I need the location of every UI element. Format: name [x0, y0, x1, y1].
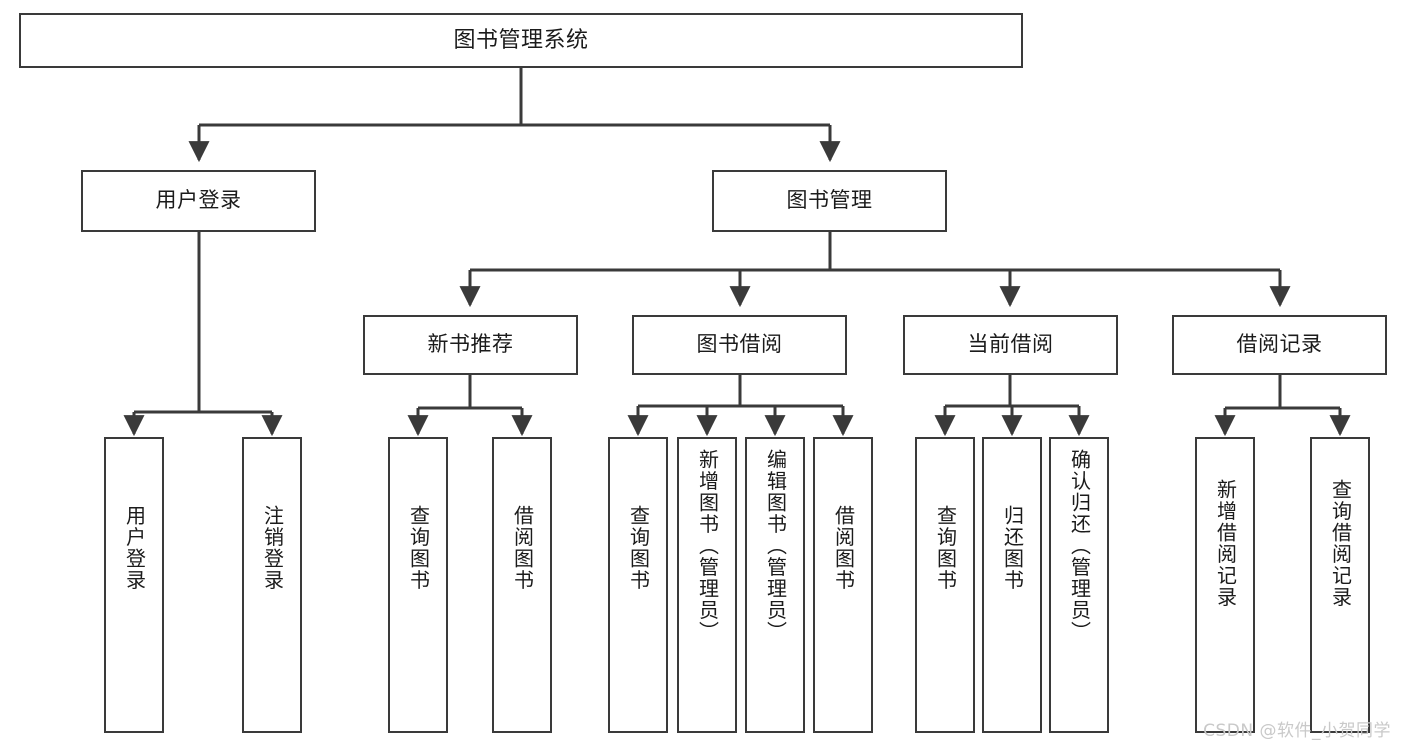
leaf-borrow-query-book[interactable]: 查询图书: [608, 437, 668, 733]
node-borrow-record[interactable]: 借阅记录: [1172, 315, 1387, 375]
node-label: 查询借阅记录: [1328, 479, 1353, 608]
node-label: 借阅记录: [1236, 332, 1323, 357]
node-label: 图书管理: [786, 188, 873, 213]
node-label: 新增借阅记录: [1213, 479, 1238, 608]
leaf-current-query-book[interactable]: 查询图书: [915, 437, 975, 733]
node-label: 查询图书: [406, 505, 431, 591]
leaf-recommend-borrow-book[interactable]: 借阅图书: [492, 437, 552, 733]
leaf-user-login-login[interactable]: 用户登录: [104, 437, 164, 733]
node-label: 图书借阅: [696, 332, 783, 357]
node-label: 图书管理系统: [453, 27, 589, 53]
leaf-current-confirm-return-admin[interactable]: 确认归还（管理员）: [1049, 437, 1109, 733]
node-label: 当前借阅: [967, 332, 1054, 357]
leaf-borrow-edit-book-admin[interactable]: 编辑图书（管理员）: [745, 437, 805, 733]
node-current-borrow[interactable]: 当前借阅: [903, 315, 1118, 375]
node-book-management[interactable]: 图书管理: [712, 170, 947, 232]
leaf-current-return-book[interactable]: 归还图书: [982, 437, 1042, 733]
node-label: 编辑图书（管理员）: [763, 449, 788, 643]
node-label: 借阅图书: [510, 505, 535, 591]
node-label: 新增图书（管理员）: [695, 449, 720, 643]
node-label: 用户登录: [155, 188, 242, 213]
node-book-borrow[interactable]: 图书借阅: [632, 315, 847, 375]
leaf-borrow-add-book-admin[interactable]: 新增图书（管理员）: [677, 437, 737, 733]
node-label: 查询图书: [933, 505, 958, 591]
leaf-record-add-record[interactable]: 新增借阅记录: [1195, 437, 1255, 733]
node-label: 注销登录: [260, 505, 285, 591]
node-new-book-recommend[interactable]: 新书推荐: [363, 315, 578, 375]
node-label: 新书推荐: [427, 332, 514, 357]
node-label: 确认归还（管理员）: [1067, 449, 1092, 643]
node-root-system[interactable]: 图书管理系统: [19, 13, 1023, 68]
node-label: 用户登录: [122, 505, 147, 591]
leaf-borrow-borrow-book[interactable]: 借阅图书: [813, 437, 873, 733]
node-label: 归还图书: [1000, 505, 1025, 591]
leaf-user-login-logout[interactable]: 注销登录: [242, 437, 302, 733]
node-label: 查询图书: [626, 505, 651, 591]
csdn-watermark: CSDN @软件_小贺同学: [1203, 721, 1391, 741]
leaf-record-query-record[interactable]: 查询借阅记录: [1310, 437, 1370, 733]
node-user-login[interactable]: 用户登录: [81, 170, 316, 232]
node-label: 借阅图书: [831, 505, 856, 591]
leaf-recommend-query-book[interactable]: 查询图书: [388, 437, 448, 733]
